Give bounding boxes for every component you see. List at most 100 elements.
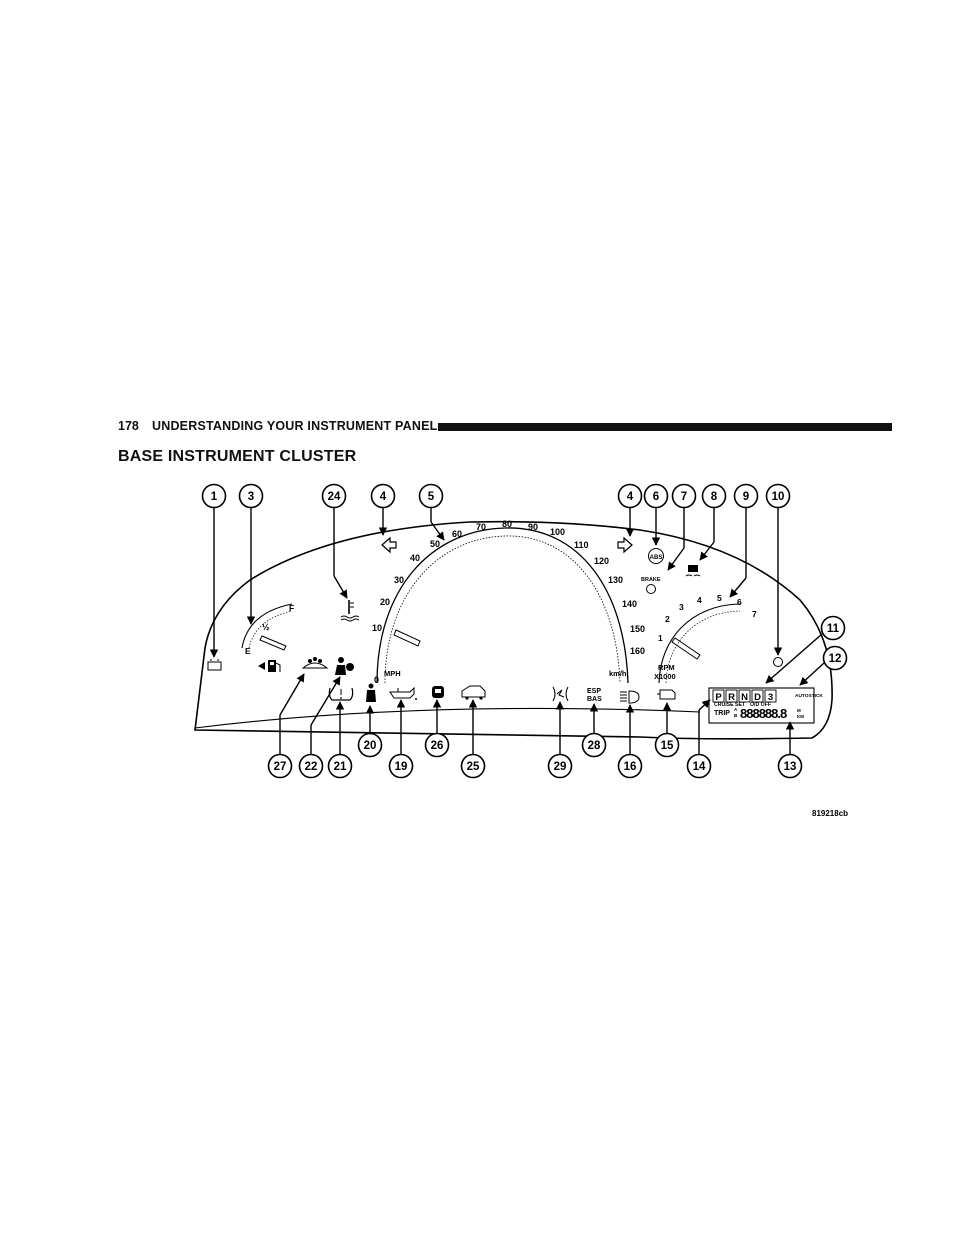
speed-label: 110 — [574, 540, 589, 550]
page-header: 178 UNDERSTANDING YOUR INSTRUMENT PANEL — [118, 419, 892, 437]
autostick-label: AUTOSTICK — [795, 693, 823, 699]
speed-label: 70 — [476, 522, 486, 532]
svg-text:7: 7 — [681, 491, 687, 503]
callout-16: 16 — [617, 753, 643, 779]
svg-text:6: 6 — [653, 491, 659, 503]
speed-label: 30 — [394, 575, 404, 585]
gear-letter: 3 — [768, 692, 773, 703]
tach-unit: RPM — [658, 663, 675, 672]
odometer-display: 888888.8 — [740, 706, 787, 721]
fuel-gauge-arc — [241, 603, 293, 649]
tach-label: 5 — [717, 593, 722, 603]
svg-text:27: 27 — [274, 761, 287, 773]
od-off-label: O/D OFF — [750, 702, 771, 708]
trip-a-label: A — [734, 707, 738, 712]
gear-letter: P — [715, 692, 722, 703]
tach-label: 4 — [697, 595, 702, 605]
svg-text:19: 19 — [395, 761, 408, 773]
callout-27: 27 — [267, 753, 293, 779]
trip-reset-button[interactable] — [773, 657, 783, 667]
traction-control-icon — [685, 565, 701, 577]
svg-text:28: 28 — [588, 740, 601, 752]
callout-4: 4 — [617, 483, 643, 509]
callout-14: 14 — [686, 753, 712, 779]
speed-label: 0 — [374, 675, 379, 685]
speed-label: 80 — [502, 519, 512, 529]
callout-24: 24 — [321, 483, 347, 509]
fuel-gauge-arc-inner — [248, 610, 293, 649]
coolant-temperature-icon — [340, 600, 360, 622]
svg-text:1: 1 — [211, 491, 218, 503]
speed-label: 50 — [430, 539, 440, 549]
oil-pressure-icon — [389, 686, 417, 700]
tachometer-arc-inner — [665, 610, 741, 684]
callout-11: 11 — [820, 615, 846, 641]
liftgate-ajar-icon — [461, 685, 486, 700]
svg-text:14: 14 — [693, 761, 706, 773]
svg-text:22: 22 — [305, 761, 318, 773]
callout-13: 13 — [777, 753, 803, 779]
page-heading: BASE INSTRUMENT CLUSTER — [118, 448, 357, 465]
svg-text:5: 5 — [428, 491, 435, 503]
speed-label: 60 — [452, 529, 462, 539]
speed-label: 10 — [372, 623, 382, 633]
svg-text:16: 16 — [624, 761, 637, 773]
speed-unit: MPH — [384, 669, 401, 678]
callout-1: 1 — [201, 483, 227, 509]
callout-12: 12 — [822, 645, 848, 671]
callout-21: 21 — [327, 753, 353, 779]
callout-10: 10 — [765, 483, 791, 509]
gear-letter: D — [754, 692, 761, 703]
callout-26: 26 — [424, 732, 450, 758]
unit-km-label: KM — [797, 714, 804, 719]
callout-5: 5 — [418, 483, 444, 509]
tire-pressure-icon — [328, 687, 354, 701]
page-number: 178 — [118, 419, 139, 433]
svg-text:26: 26 — [431, 740, 444, 752]
fog-lamp-icon — [552, 686, 569, 702]
svg-text:BRAKE: BRAKE — [641, 577, 661, 583]
fuel-half-label: ½ — [262, 622, 270, 632]
fuel-full-label: F — [289, 603, 294, 613]
svg-text:25: 25 — [467, 761, 480, 773]
brake-warning-icon: BRAKE — [641, 577, 661, 594]
abs-warning-icon: ABS — [648, 548, 664, 564]
unit-m-label: M — [797, 708, 801, 713]
tach-unit-x1000: X1000 — [654, 672, 676, 681]
check-engine-icon — [657, 689, 676, 700]
speedometer-arc-outer — [376, 527, 629, 684]
speed-label: 160 — [630, 646, 645, 656]
svg-text:3: 3 — [248, 491, 254, 503]
section-title: UNDERSTANDING YOUR INSTRUMENT PANEL — [152, 419, 438, 433]
figure-code: 819218cb — [812, 809, 848, 818]
callout-28: 28 — [581, 732, 607, 758]
battery-icon — [207, 659, 222, 671]
tach-label: 1 — [658, 633, 663, 643]
svg-text:12: 12 — [829, 653, 842, 665]
callout-15: 15 — [654, 732, 680, 758]
high-beam-icon — [620, 690, 640, 704]
speedometer-needle — [393, 629, 421, 647]
svg-text:10: 10 — [772, 491, 785, 503]
tachometer-arc-outer — [658, 603, 741, 684]
fuel-empty-label: E — [245, 646, 251, 656]
svg-text:ESP: ESP — [587, 688, 601, 695]
callout-20: 20 — [357, 732, 383, 758]
callout-29: 29 — [547, 753, 573, 779]
right-turn-signal-icon — [617, 536, 633, 554]
callout-25: 25 — [460, 753, 486, 779]
svg-text:8: 8 — [711, 491, 718, 503]
svg-text:21: 21 — [334, 761, 347, 773]
speed-label: 140 — [622, 599, 637, 609]
speed-label: 130 — [608, 575, 623, 585]
tach-label: 2 — [665, 614, 670, 624]
speed-label: 100 — [550, 527, 565, 537]
cluster-outline — [194, 520, 833, 740]
svg-text:29: 29 — [554, 761, 567, 773]
fuel-pump-icon — [258, 660, 281, 672]
speed-unit-metric: km/h — [609, 669, 627, 678]
gear-box — [712, 689, 725, 703]
